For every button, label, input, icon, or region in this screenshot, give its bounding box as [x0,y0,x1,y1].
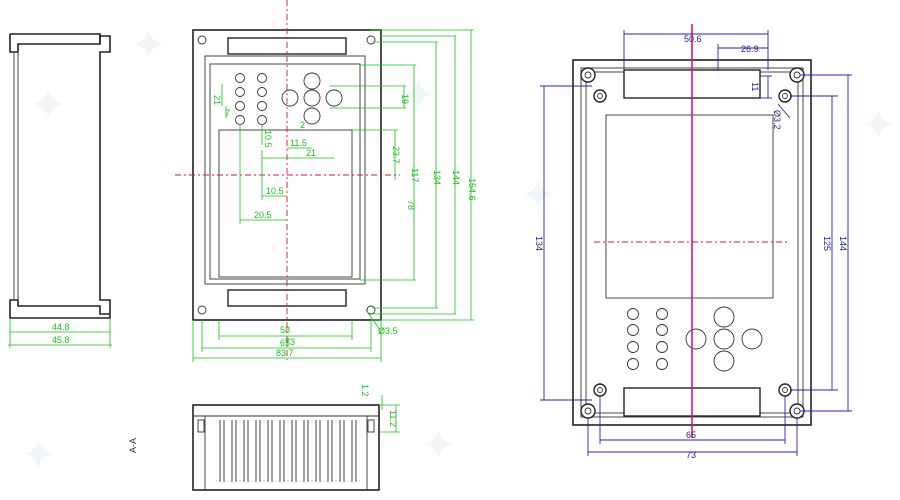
rear-dim-26-9: 26.9 [741,44,759,54]
dim-134: 134 [432,170,442,185]
dim-19: 19 [400,94,410,104]
dim-21-b: 21 [306,148,316,158]
rear-dim-65: 65 [686,430,696,440]
dim-83-7: 83.7 [276,348,294,358]
watermark-pattern: ✦ ✦ ✦ ✦ ✦ ✦ ✦ [20,21,897,480]
dim-58: 58 [280,325,290,335]
dim-78: 78 [406,200,416,210]
dim-144: 144 [451,170,461,185]
dim-21: 21 [212,95,222,105]
dim-7: 7 [225,108,230,118]
svg-text:✦: ✦ [30,81,67,130]
rear-dim-125: 125 [822,236,832,251]
rear-view: 50.6 26.9 11 Ø3.2 134 125 144 65 73 [534,24,852,460]
rear-dim-50-6: 50.6 [684,34,702,44]
dim-2: 2 [300,120,305,130]
dim-hole-3-5: Ø3.5 [378,326,398,336]
rear-small-buttons [627,308,668,370]
svg-text:✦: ✦ [130,21,167,70]
front-large-buttons [281,72,343,125]
dim-23-7: 23.7 [391,146,401,164]
rear-dim-11: 11 [750,82,760,91]
section-fins [219,420,357,482]
dim-inner-depth: 44.8 [52,322,70,332]
dim-10-5-horiz: 10.5 [266,186,284,196]
rear-large-buttons [685,306,763,372]
svg-text:✦: ✦ [400,71,437,120]
svg-text:✦: ✦ [520,171,557,220]
svg-text:✦: ✦ [20,431,57,480]
dim-1-2: 1.2 [360,384,370,397]
side-view: 44.8 45.8 [8,33,112,348]
svg-text:✦: ✦ [420,421,457,470]
dim-117: 117 [410,168,420,182]
dim-65: 65 [280,338,290,348]
dim-outer-depth: 45.8 [52,335,70,345]
dim-10-5-vert: 10.5 [263,130,273,148]
rear-dim-hole-3-2: Ø3.2 [772,110,782,130]
section-label: A-A [128,438,138,453]
section-view: 1.2 11.2 A-A [128,384,400,491]
front-view: 154.6 144 134 117 23.7 19 78 Ø3.5 21 7 1… [175,0,477,362]
dim-20-5: 20.5 [254,210,272,220]
dim-11-2: 11.2 [388,410,398,427]
rear-dim-144: 144 [838,236,848,251]
rear-dim-73: 73 [686,450,696,460]
svg-text:✦: ✦ [860,101,897,150]
dim-154-6: 154.6 [467,178,477,201]
rear-dim-134: 134 [534,236,544,251]
dim-73: 73 [285,337,295,347]
front-small-buttons [235,73,267,125]
dim-11-5: 11.5 [290,138,307,148]
